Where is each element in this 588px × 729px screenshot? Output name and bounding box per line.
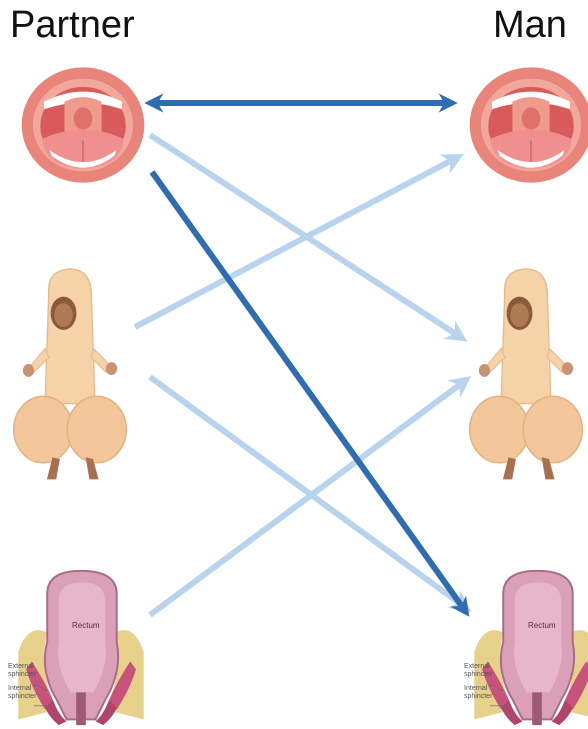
partner-external-sphincter-label-1: External <box>8 663 34 670</box>
man-penis-costume-icon <box>470 269 583 479</box>
man-mouth-icon <box>470 67 588 182</box>
partner-rectum-label: Rectum <box>72 621 100 630</box>
partner-penis-costume-icon <box>14 269 127 479</box>
partner-internal-sphincter-label-2: sphincter <box>8 693 37 700</box>
partner-internal-sphincter-label-1: Internal <box>8 685 32 692</box>
man-anus-icon <box>465 565 588 729</box>
man-rectum-label: Rectum <box>528 621 556 630</box>
man-external-sphincter-label-1: External <box>464 663 490 670</box>
partner-mouth-icon <box>22 67 145 182</box>
partner-external-sphincter-label-2: sphincter <box>8 671 37 678</box>
partner-anus-icon <box>9 565 154 729</box>
man-internal-sphincter-label-1: Internal <box>464 685 488 692</box>
man-internal-sphincter-label-2: sphincter <box>464 693 493 700</box>
man-external-sphincter-label-2: sphincter <box>464 671 493 678</box>
